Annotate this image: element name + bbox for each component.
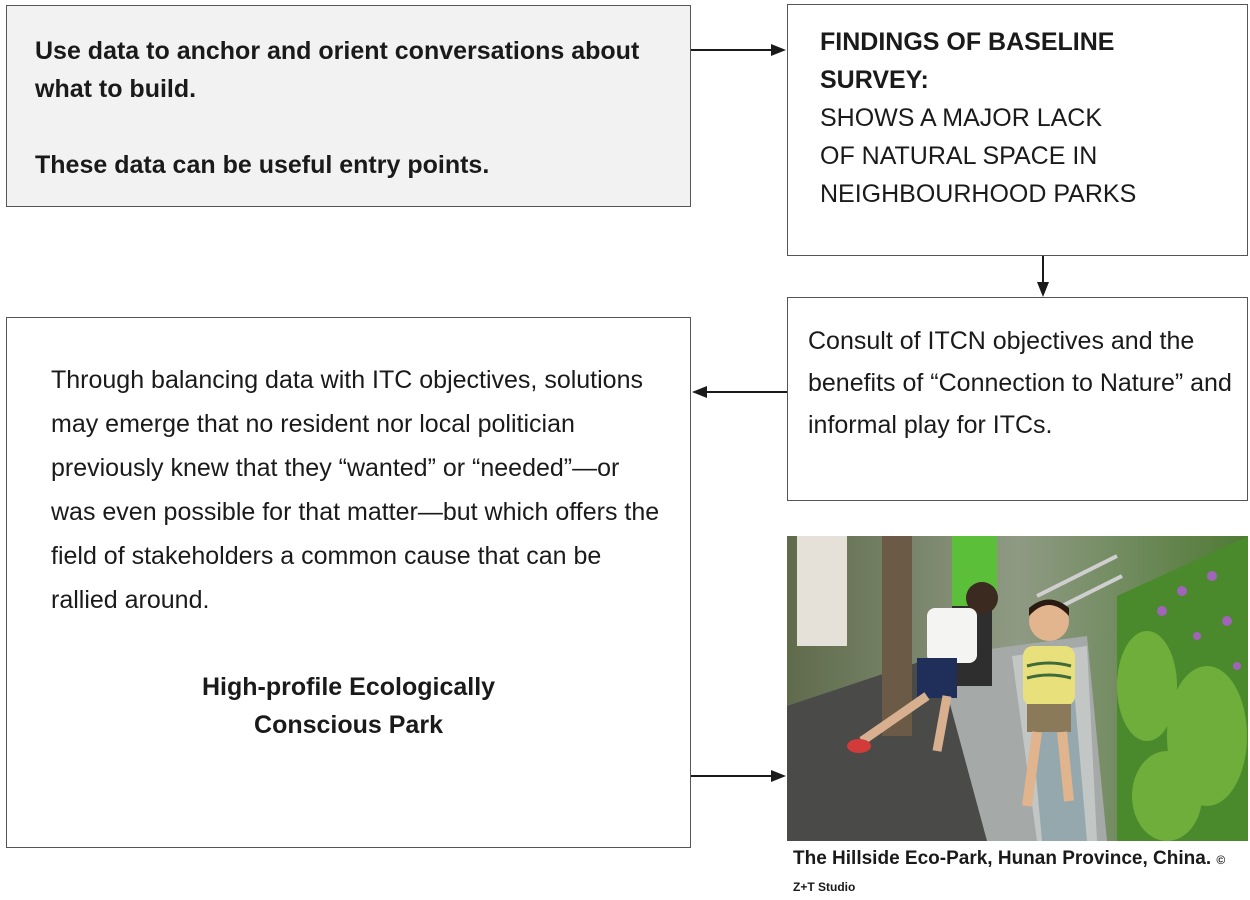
arrow-to-photo [691,770,786,782]
baseline-findings-box: FINDINGS OF BASELINE SURVEY: SHOWS A MAJ… [787,4,1248,256]
findings-body-line: NEIGHBOURHOOD PARKS [820,180,1137,208]
findings-heading: FINDINGS OF BASELINE SURVEY: [820,23,1247,99]
findings-body-line: SHOWS A MAJOR LACK [820,104,1103,132]
findings-body-line: OF NATURAL SPACE IN [820,142,1098,170]
findings-body: SHOWS A MAJOR LACK OF NATURAL SPACE IN N… [820,99,1247,213]
caption-text: The Hillside Eco-Park, Hunan Province, C… [793,848,1212,869]
consult-objectives-box: Consult of ITCN objectives and the benef… [787,297,1248,501]
eco-park-photo [787,536,1248,841]
eco-park-conclusion: High-profile Ecologically Conscious Park [27,668,670,744]
caption-credit: © Z+T Studio [793,853,1226,894]
arrow-to-findings [691,44,786,56]
data-anchor-text: Use data to anchor and orient conversati… [35,37,640,103]
balancing-data-box: Through balancing data with ITC objectiv… [6,317,691,848]
consult-objectives-text: Consult of ITCN objectives and the benef… [808,327,1232,439]
findings-heading-line: SURVEY: [820,66,929,94]
entry-points-text: These data can be useful entry points. [35,151,490,179]
data-anchor-box: Use data to anchor and orient conversati… [6,5,691,207]
findings-heading-line: FINDINGS OF BASELINE [820,28,1115,56]
arrow-to-balance [692,386,787,398]
arrow-to-consult [1037,256,1049,297]
photo-caption: The Hillside Eco-Park, Hunan Province, C… [793,846,1243,900]
conclusion-line: Conscious Park [254,711,443,739]
balancing-data-text: Through balancing data with ITC objectiv… [51,366,660,614]
conclusion-line: High-profile Ecologically [201,673,496,701]
